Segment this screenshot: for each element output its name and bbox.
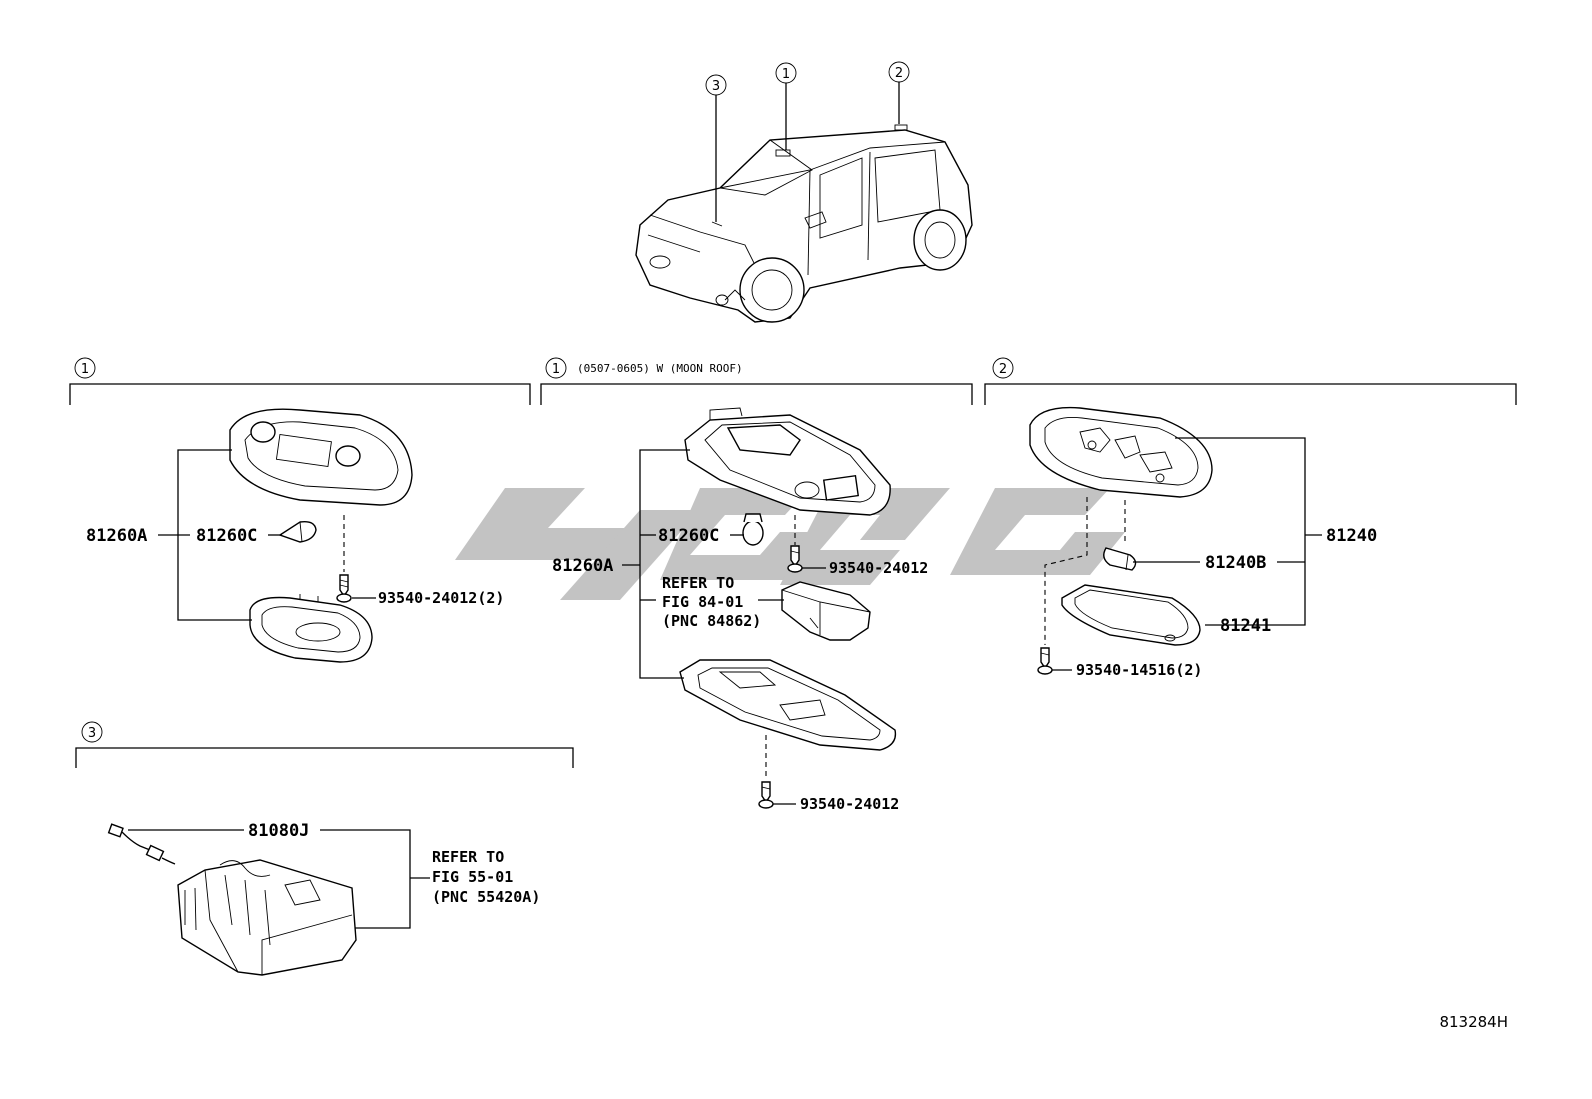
part-label-93540-14516-2: 93540-14516(2) [1076, 661, 1202, 679]
bulb-right [1103, 547, 1137, 571]
section-bracket-bottom: 3 [75, 721, 574, 768]
lens-left [249, 594, 373, 663]
callout-3: 3 [705, 74, 727, 222]
section-note: (0507-0605) W (MOON ROOF) [577, 362, 743, 375]
refer-note-middle-line2: FIG 84-01 [662, 593, 743, 611]
svg-text:1: 1 [81, 362, 89, 377]
part-label-93540-24012-middle-a: 93540-24012 [829, 559, 928, 577]
wire-connector [107, 823, 176, 865]
callout-1: 1 [775, 62, 797, 150]
callout-2: 2 [888, 61, 910, 124]
sensor-module [781, 581, 871, 641]
svg-text:3: 3 [712, 79, 720, 94]
vehicle-illustration [635, 124, 973, 323]
bulb-middle [742, 513, 764, 546]
dome-lamp-housing-left [229, 408, 413, 506]
svg-text:1: 1 [552, 362, 560, 377]
section-bracket-middle: 1 (0507-0605) W (MOON ROOF) [540, 357, 973, 405]
part-label-93540-24012-2: 93540-24012(2) [378, 589, 504, 607]
map-lamp-housing-right [1029, 406, 1213, 498]
bulb-left [278, 520, 317, 543]
svg-text:1: 1 [782, 67, 790, 82]
leader-lines-right [1052, 437, 1322, 671]
svg-text:3: 3 [88, 726, 96, 741]
refer-note-bottom-line2: FIG 55-01 [432, 868, 513, 886]
leader-lines-left [158, 449, 376, 621]
refer-note-bottom-line1: REFER TO [432, 848, 504, 866]
figure-number: 813284H [1439, 1013, 1508, 1031]
part-label-81240: 81240 [1326, 526, 1377, 546]
part-label-81260A-middle: 81260A [552, 556, 613, 576]
screw-middle-a [787, 515, 803, 573]
part-label-81260C-left: 81260C [196, 526, 257, 546]
refer-note-middle-line3: (PNC 84862) [662, 612, 761, 630]
leader-lines-middle [622, 449, 826, 805]
lens-middle [679, 659, 897, 751]
part-label-81241: 81241 [1220, 616, 1271, 636]
section-bracket-right: 2 [984, 357, 1517, 405]
part-label-81080J: 81080J [248, 821, 309, 841]
dome-lamp-housing-middle [684, 407, 891, 516]
svg-text:2: 2 [895, 66, 903, 81]
part-label-93540-24012-middle-b: 93540-24012 [800, 795, 899, 813]
part-label-81260A-left: 81260A [86, 526, 147, 546]
section-bracket-left: 1 [69, 357, 531, 405]
part-label-81240B: 81240B [1205, 553, 1266, 573]
leader-lines-bottom [128, 829, 430, 929]
refer-note-bottom-line3: (PNC 55420A) [432, 888, 540, 906]
instrument-panel-bracket [177, 859, 357, 976]
svg-text:2: 2 [999, 362, 1007, 377]
screw-middle-b [758, 735, 774, 809]
screws-right [1037, 497, 1126, 675]
lens-right [1061, 584, 1201, 646]
part-label-81260C-middle: 81260C [658, 526, 719, 546]
screw-left [336, 515, 352, 603]
refer-note-middle-line1: REFER TO [662, 574, 734, 592]
